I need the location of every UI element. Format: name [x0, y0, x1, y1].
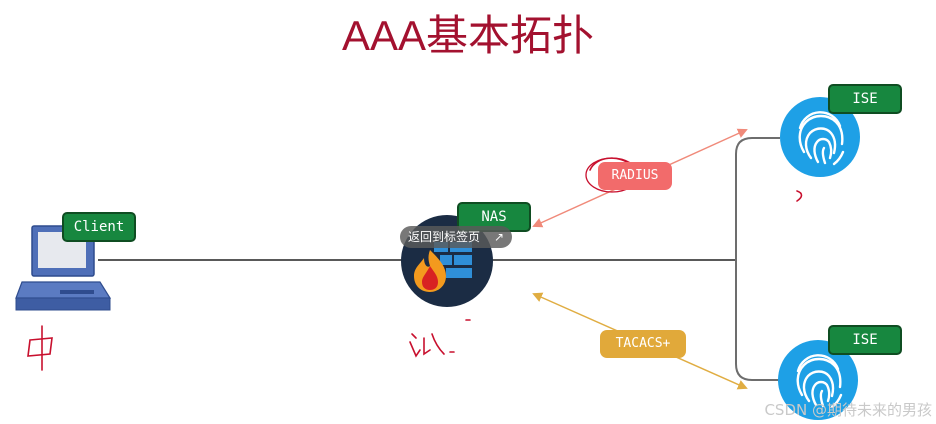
external-link-icon: ↗: [493, 230, 504, 244]
handwritten-annotations: [27, 157, 803, 371]
fingerprint-icon: [778, 340, 858, 420]
ise-bottom-label: ISE: [828, 325, 902, 355]
ise-bracket: [735, 137, 780, 381]
back-to-tab-tooltip[interactable]: 返回到标签页 ↗: [400, 226, 512, 248]
client-label: Client: [62, 212, 136, 242]
watermark: CSDN @期待未来的男孩: [764, 401, 932, 419]
radius-badge: RADIUS: [598, 162, 672, 190]
tooltip-label: 返回到标签页: [408, 230, 481, 244]
fingerprint-icon: [780, 97, 860, 177]
page-title: AAA基本拓扑: [341, 12, 595, 59]
tacacs-badge: TACACS+: [600, 330, 686, 358]
ise-top-label: ISE: [828, 84, 902, 114]
